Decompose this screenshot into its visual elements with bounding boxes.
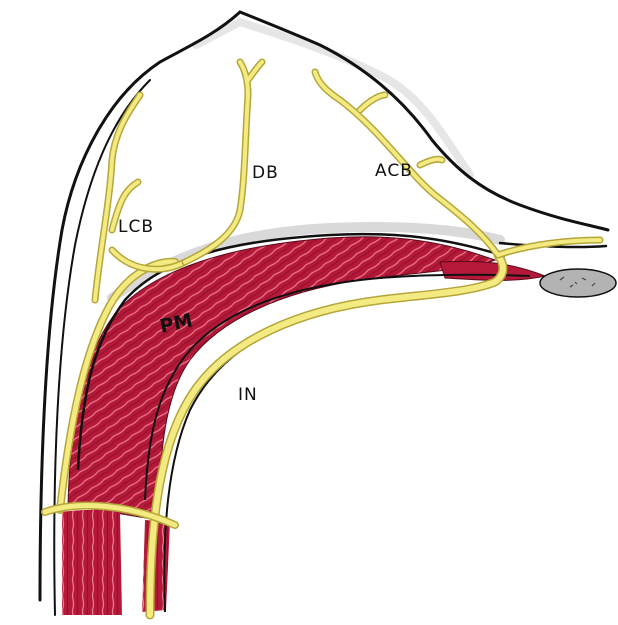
label-lcb: LCB — [118, 217, 154, 237]
nipple-nodule — [540, 269, 616, 297]
label-db: DB — [252, 163, 279, 183]
muscle-lower-left — [62, 510, 122, 615]
label-in: IN — [238, 385, 258, 405]
muscle-tip — [440, 261, 545, 280]
deep-branch — [185, 62, 262, 262]
label-acb: ACB — [375, 161, 413, 181]
